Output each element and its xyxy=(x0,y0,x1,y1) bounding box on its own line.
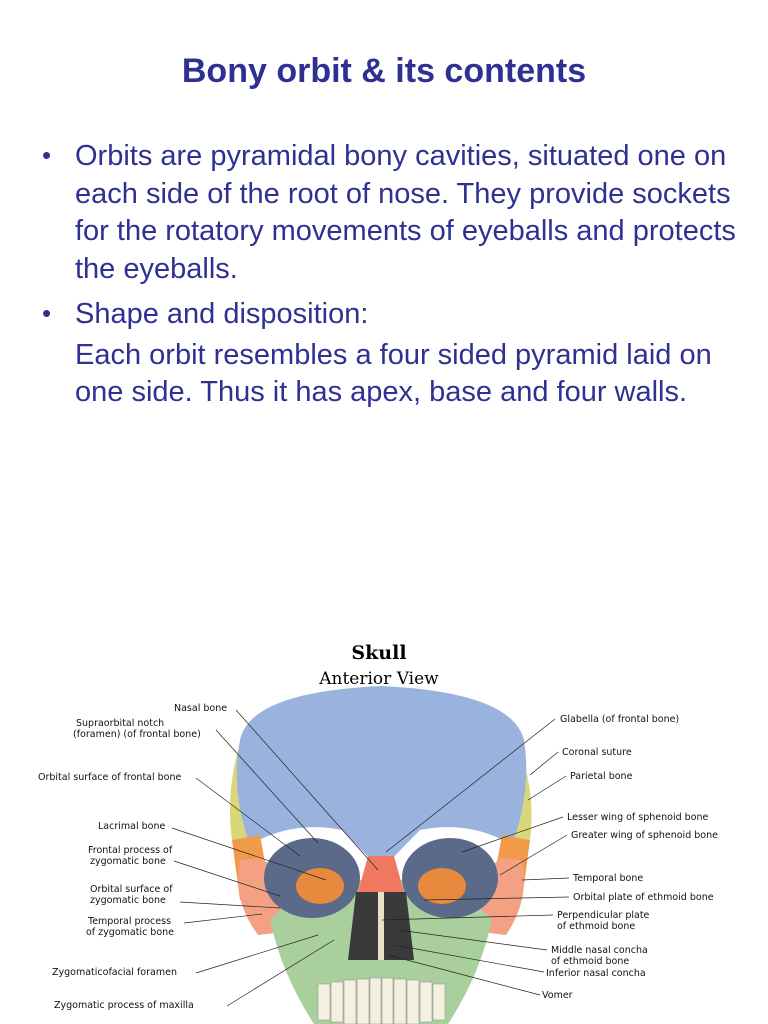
label-nasal-bone: Nasal bone xyxy=(174,703,228,714)
bullet-item: • Orbits are pyramidal bony cavities, si… xyxy=(42,138,742,288)
figure-title: Skull xyxy=(351,642,407,664)
label-glabella: Glabella (of frontal bone) xyxy=(560,714,680,725)
label-middle-nasal-concha: Middle nasal concha xyxy=(551,945,648,956)
label-orbital-surface-zygomatic-2: zygomatic bone xyxy=(90,895,166,906)
figure-subtitle: Anterior View xyxy=(319,669,439,689)
bullet-subparagraph: Each orbit resembles a four sided pyrami… xyxy=(75,338,712,409)
label-perpendicular-plate: Perpendicular plate xyxy=(557,910,650,921)
slide-title: Bony orbit & its contents xyxy=(181,52,587,90)
label-middle-nasal-concha-2: of ethmoid bone xyxy=(551,956,630,967)
label-greater-wing-sphenoid: Greater wing of sphenoid bone xyxy=(571,830,718,841)
label-inferior-nasal-concha: Inferior nasal concha xyxy=(546,968,646,979)
bullet-dot: • xyxy=(42,298,52,328)
bullet-dot: • xyxy=(42,140,52,170)
label-supraorbital-notch: Supraorbital notch xyxy=(76,718,165,729)
label-lesser-wing-sphenoid: Lesser wing of sphenoid bone xyxy=(567,812,709,823)
frontal-bone xyxy=(236,686,527,870)
bullet-list: • Orbits are pyramidal bony cavities, si… xyxy=(42,138,742,412)
label-frontal-process: Frontal process of xyxy=(88,845,173,856)
bullet-text: Orbits are pyramidal bony cavities, situ… xyxy=(75,140,736,285)
skull-figure: Skull Anterior View Nasal bone Supraorbi… xyxy=(0,630,768,1024)
label-vomer: Vomer xyxy=(542,990,573,1001)
label-temporal-bone: Temporal bone xyxy=(573,873,644,884)
teeth xyxy=(317,977,446,1024)
label-lacrimal-bone: Lacrimal bone xyxy=(98,821,166,832)
label-frontal-process-2: zygomatic bone xyxy=(90,856,166,867)
label-orbital-surface-frontal: Orbital surface of frontal bone xyxy=(38,772,182,783)
nasal-bone xyxy=(358,856,404,892)
label-orbital-plate-ethmoid: Orbital plate of ethmoid bone xyxy=(573,892,714,903)
label-zygomatic-process-maxilla: Zygomatic process of maxilla xyxy=(54,1000,194,1011)
label-perpendicular-plate-2: of ethmoid bone xyxy=(557,921,636,932)
skull-illustration xyxy=(171,686,570,1024)
bullet-item: • Shape and disposition: xyxy=(42,296,742,334)
label-orbital-surface-zygomatic: Orbital surface of xyxy=(90,884,173,895)
label-coronal-suture: Coronal suture xyxy=(562,747,632,758)
label-temporal-process: Temporal process xyxy=(88,916,172,927)
label-supraorbital-foramen: (foramen) (of frontal bone) xyxy=(73,729,201,740)
label-zygomaticofacial-foramen: Zygomaticofacial foramen xyxy=(52,967,177,978)
label-parietal-bone: Parietal bone xyxy=(570,771,633,782)
label-temporal-process-2: of zygomatic bone xyxy=(86,927,175,938)
bullet-text: Shape and disposition: xyxy=(75,298,369,330)
